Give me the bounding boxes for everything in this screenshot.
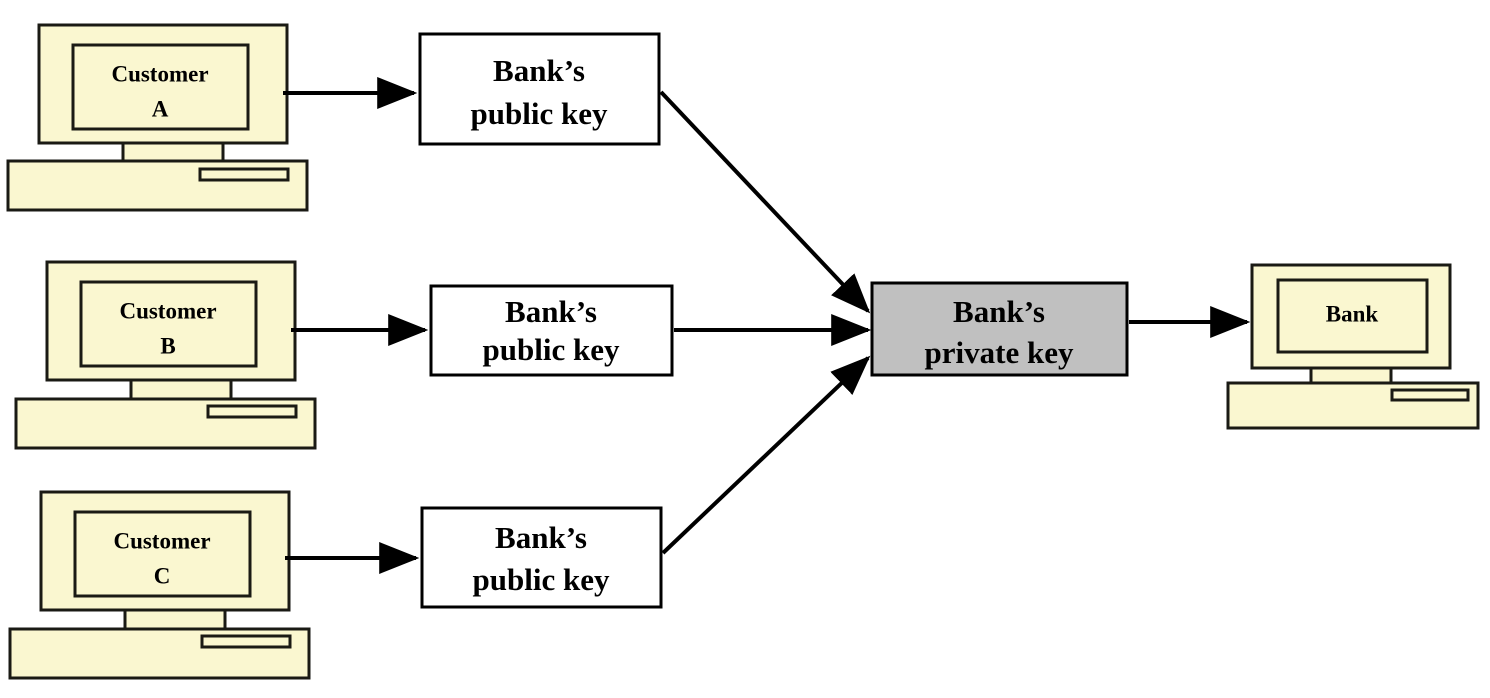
arrow-public-key-a-to-private-key	[659, 90, 871, 314]
customer-b-label-line2: B	[160, 333, 175, 358]
box-public-key-a[interactable]: Bank’s public key	[418, 32, 661, 146]
computer-customer-c[interactable]: Customer C	[8, 490, 311, 680]
box-public-key-b[interactable]: Bank’s public key	[429, 284, 674, 377]
customer-b-label-line1: Customer	[119, 298, 216, 323]
box-private-key[interactable]: Bank’s private key	[870, 281, 1129, 377]
public-key-b-rect	[429, 284, 674, 377]
bank-label: Bank	[1326, 301, 1379, 326]
public-key-a-rect	[418, 32, 661, 146]
customer-c-label-line2: C	[154, 563, 171, 588]
public-key-b-label-line1: Bank’s	[505, 294, 597, 329]
computer-bank[interactable]: Bank	[1226, 263, 1480, 430]
public-key-c-label-line2: public key	[473, 562, 610, 597]
private-key-label-line1: Bank’s	[953, 294, 1045, 329]
computer-screen	[71, 43, 250, 131]
computer-screen	[1276, 278, 1429, 354]
public-key-b-label-line2: public key	[483, 332, 620, 367]
customer-a-label-line1: Customer	[111, 61, 208, 86]
box-public-key-c[interactable]: Bank’s public key	[420, 506, 663, 609]
private-key-label-line2: private key	[925, 335, 1074, 370]
customer-c-label-line1: Customer	[113, 528, 210, 553]
computer-drive-slot	[200, 634, 292, 649]
computer-drive-slot	[198, 167, 290, 182]
computer-drive-slot	[1390, 388, 1470, 402]
customer-a-label-line2: A	[152, 96, 169, 121]
public-key-a-label-line1: Bank’s	[493, 53, 585, 88]
private-key-rect	[870, 281, 1129, 377]
public-key-a-label-line2: public key	[471, 96, 608, 131]
computer-customer-b[interactable]: Customer B	[14, 260, 317, 450]
computer-screen	[73, 510, 252, 598]
computer-drive-slot	[206, 404, 298, 419]
public-key-c-label-line1: Bank’s	[495, 520, 587, 555]
public-key-c-rect	[420, 506, 663, 609]
computer-screen	[79, 280, 258, 368]
arrow-public-key-c-to-private-key	[661, 355, 871, 555]
computer-customer-a[interactable]: Customer A	[6, 23, 309, 212]
